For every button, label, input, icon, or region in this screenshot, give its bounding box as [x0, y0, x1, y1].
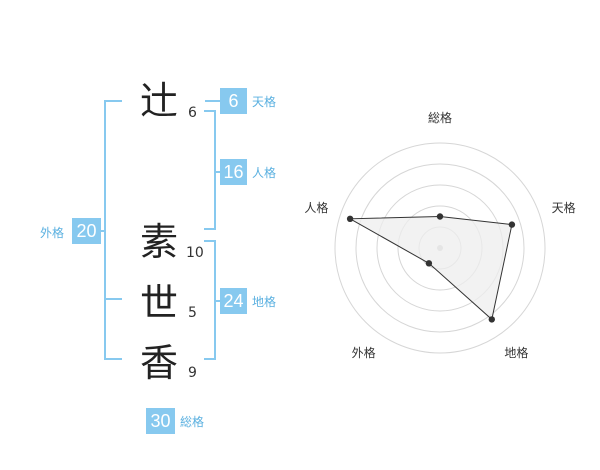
radar-axis-label: 外格 — [352, 345, 376, 360]
chikaku-bracket-bottom — [204, 358, 216, 360]
radar-point-4 — [346, 215, 354, 222]
jinkaku-bracket-top — [204, 110, 216, 112]
soukaku-label: 総格 — [180, 415, 205, 429]
given-char-1: 素 — [140, 220, 179, 264]
radar-grid-ring — [334, 142, 546, 354]
given-char-2-strokes: 5 — [188, 305, 197, 321]
radar-series-area — [348, 215, 513, 321]
radar-grid-ring — [355, 163, 525, 333]
jinkaku-bracket-vertical — [214, 110, 216, 230]
given-char-1-strokes: 10 — [186, 245, 204, 261]
radar-point-1 — [508, 221, 516, 228]
radar-axis-label: 地格 — [504, 345, 528, 360]
jinkaku-connector — [214, 171, 220, 173]
gaikaku-label: 外格 — [40, 226, 65, 240]
surname-char-1: 辻 — [140, 79, 179, 123]
jinkaku-value: 16 — [220, 159, 247, 185]
tenkaku-connector — [205, 100, 220, 102]
chikaku-label: 地格 — [252, 295, 277, 309]
chikaku-connector — [214, 300, 220, 302]
gaikaku-bracket-mid — [104, 298, 122, 300]
chikaku-bracket-top — [204, 240, 216, 242]
radar-point-3 — [425, 260, 433, 267]
radar-axis-label: 総格 — [428, 110, 452, 125]
radar-point-2 — [488, 316, 495, 323]
tenkaku-value: 6 — [220, 88, 247, 114]
radar-point-0 — [436, 213, 444, 220]
chikaku-value: 24 — [220, 288, 247, 314]
soukaku-value: 30 — [146, 408, 175, 434]
jinkaku-label: 人格 — [252, 166, 277, 180]
gaikaku-bracket-top — [104, 100, 122, 102]
surname-char-1-strokes: 6 — [188, 105, 197, 121]
gaikaku-value: 20 — [72, 218, 101, 244]
given-char-3: 香 — [140, 341, 179, 385]
tenkaku-label: 天格 — [252, 95, 277, 109]
given-char-2: 世 — [140, 281, 179, 325]
radar-axis-label: 天格 — [552, 200, 576, 215]
jinkaku-bracket-bottom — [204, 228, 216, 230]
gaikaku-bracket-vertical — [104, 100, 106, 360]
given-char-3-strokes: 9 — [188, 365, 197, 381]
radar-axis-label: 人格 — [304, 200, 328, 215]
gaikaku-bracket-bottom — [104, 358, 122, 360]
